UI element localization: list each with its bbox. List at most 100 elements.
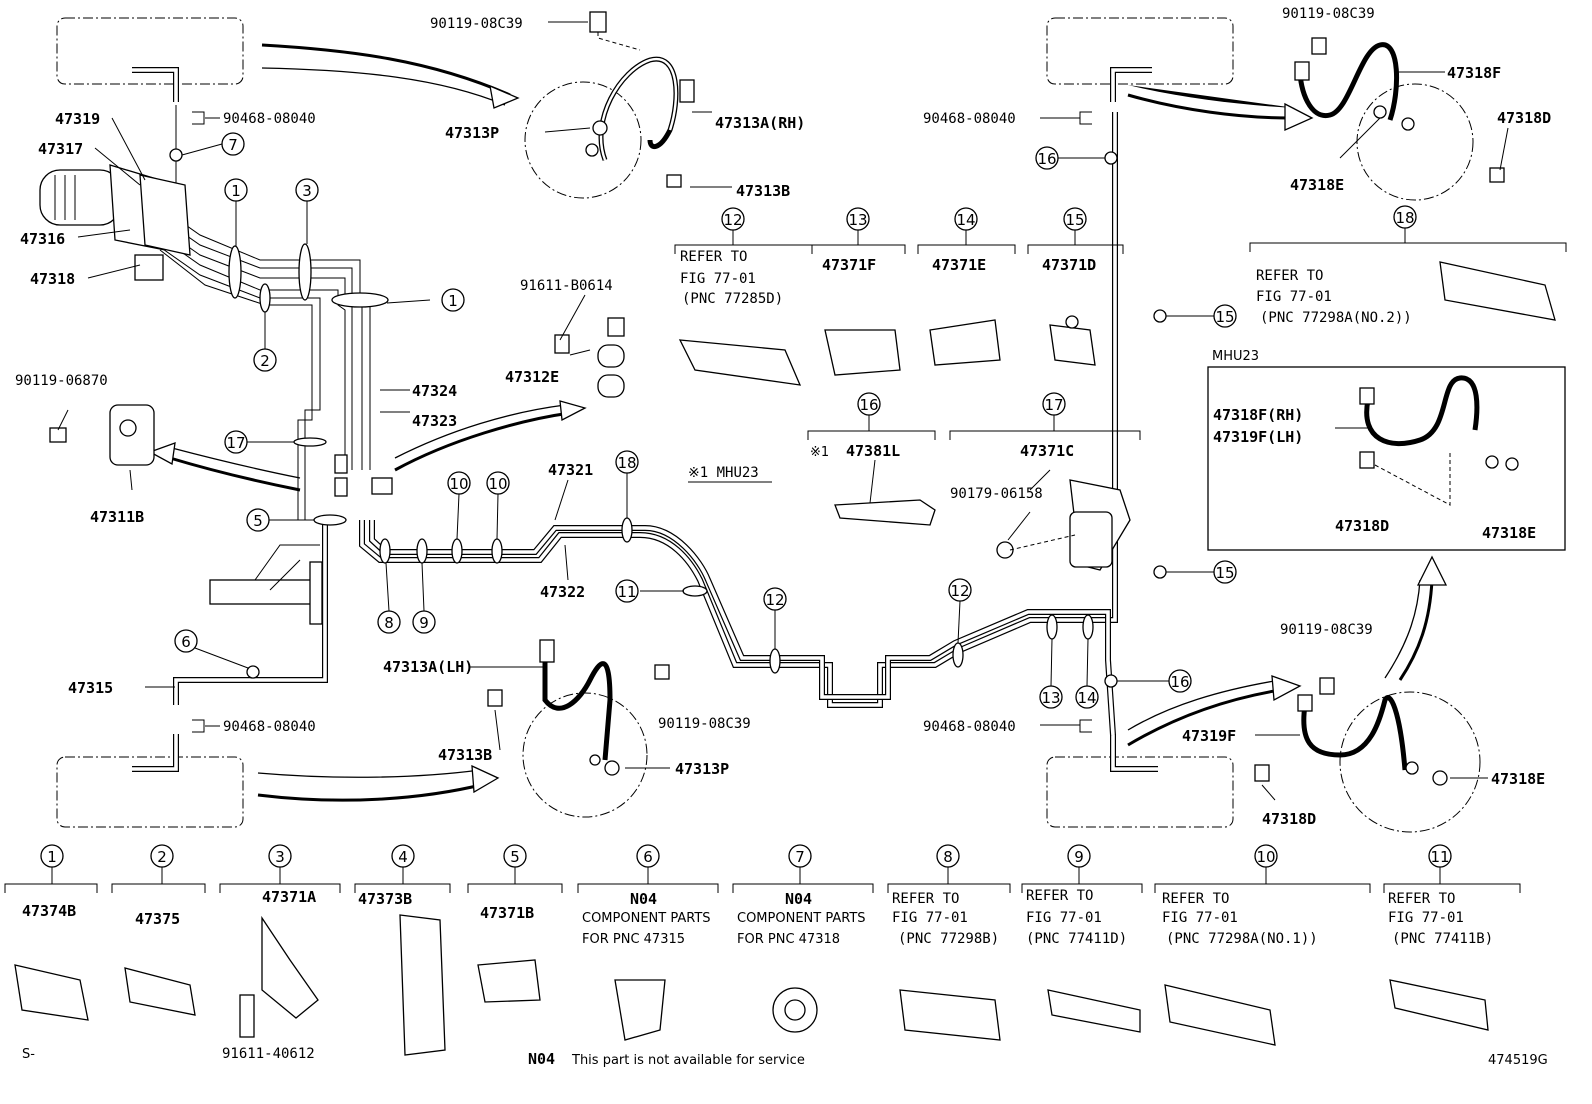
label-47318E-bot: 47318E xyxy=(1491,770,1545,788)
label-47313B-top: 47313B xyxy=(736,182,790,200)
bracket-47311B-icon xyxy=(49,404,155,466)
label-90468-b: 90468-08040 xyxy=(223,719,316,735)
label-90119-06870: 90119-06870 xyxy=(15,373,108,389)
callout-13a: 13 xyxy=(1041,689,1060,707)
mhu23-box-title: MHU23 xyxy=(1212,349,1259,364)
bottom-c7-line2: FOR PNC 47318 xyxy=(737,932,840,947)
callout-1b: 1 xyxy=(448,292,458,310)
callout-12-header: 12 xyxy=(723,211,742,229)
callout-7: 7 xyxy=(228,136,238,154)
svg-text:8: 8 xyxy=(943,848,953,866)
arrow-up-to-mhu xyxy=(1384,555,1448,681)
label-47318D-top: 47318D xyxy=(1497,109,1551,127)
label-47313A-RH: 47313A(RH) xyxy=(715,114,805,132)
callout-3: 3 xyxy=(302,182,312,200)
label-47319F-LH: 47319F(LH) xyxy=(1213,428,1303,446)
callout-8: 8 xyxy=(384,614,394,632)
callout-6: 6 xyxy=(181,633,191,651)
callout-15a: 15 xyxy=(1215,308,1234,326)
footer-note-code: N04 xyxy=(528,1050,555,1068)
label-47371D: 47371D xyxy=(1042,256,1096,274)
hose-rear-right xyxy=(1254,677,1481,833)
mhu23-box xyxy=(1207,366,1566,551)
part-labels: 90119-08C39 90119-08C39 90119-08C39 9011… xyxy=(15,6,1551,828)
svg-text:(PNC 77298A(NO.1)): (PNC 77298A(NO.1)) xyxy=(1166,931,1318,947)
label-47381L: 47381L xyxy=(846,442,900,460)
arrow-rear-right xyxy=(1127,675,1302,747)
bracket-47312E-icon xyxy=(554,317,625,398)
callout-12a: 12 xyxy=(765,591,784,609)
callout-13-header: 13 xyxy=(848,211,867,229)
svg-text:FIG 77-01: FIG 77-01 xyxy=(1162,910,1238,926)
label-91611-B0614: 91611-B0614 xyxy=(520,278,613,294)
label-47311B: 47311B xyxy=(90,508,144,526)
callout-16-header: 16 xyxy=(859,396,878,414)
svg-text:REFER TO: REFER TO xyxy=(1026,888,1093,904)
label-47371F: 47371F xyxy=(822,256,876,274)
wheel-zone-front-right xyxy=(1046,17,1234,85)
arrow-front-right xyxy=(1127,85,1314,132)
bottom-47373B: 47373B xyxy=(358,890,412,908)
callout-18-header: 18 xyxy=(1395,209,1414,227)
label-47313P-bot: 47313P xyxy=(675,760,729,778)
bottom-47374B: 47374B xyxy=(22,902,76,920)
refer-18: REFER TO FIG 77-01 (PNC 77298A(NO.2)) xyxy=(1256,268,1412,326)
callout-14-header: 14 xyxy=(956,211,975,229)
svg-text:FIG 77-01: FIG 77-01 xyxy=(680,271,756,287)
callout-16a: 16 xyxy=(1037,150,1056,168)
label-47313P-top: 47313P xyxy=(445,124,499,142)
svg-text:(PNC 77411B): (PNC 77411B) xyxy=(1392,931,1493,947)
label-mhu-47318D: 47318D xyxy=(1335,517,1389,535)
arrow-rear-left xyxy=(257,764,500,802)
label-90179-06158: 90179-06158 xyxy=(950,486,1043,502)
label-47313A-LH: 47313A(LH) xyxy=(383,658,473,676)
clip-77285D-icon xyxy=(678,339,802,386)
footer-note-text: This part is not available for service xyxy=(571,1053,805,1068)
part-47371A-icon xyxy=(261,915,319,1019)
callout-5: 5 xyxy=(253,512,263,530)
svg-text:REFER TO: REFER TO xyxy=(680,249,747,265)
part-47371B-icon xyxy=(477,959,541,1003)
label-47371C: 47371C xyxy=(1020,442,1074,460)
legend-brackets xyxy=(674,228,1567,440)
part-77411D-icon xyxy=(1047,989,1141,1033)
label-47324: 47324 xyxy=(412,382,457,400)
label-47318F-RH: 47318F(RH) xyxy=(1213,406,1303,424)
bottom-c6-line2: FOR PNC 47315 xyxy=(582,932,685,947)
label-47321: 47321 xyxy=(548,461,593,479)
bottom-N04-b: N04 xyxy=(785,890,812,908)
label-90468-d: 90468-08040 xyxy=(923,719,1016,735)
callout-17a: 17 xyxy=(226,434,245,452)
svg-text:6: 6 xyxy=(643,848,653,866)
svg-text:FIG 77-01: FIG 77-01 xyxy=(1026,910,1102,926)
callout-9: 9 xyxy=(419,614,429,632)
svg-text:REFER TO: REFER TO xyxy=(1388,891,1455,907)
part-47374B-icon xyxy=(14,964,89,1021)
svg-text:9: 9 xyxy=(1074,848,1084,866)
label-mhu-47318E: 47318E xyxy=(1482,524,1536,542)
label-90119-08C39-c: 90119-08C39 xyxy=(658,716,751,732)
leader-lines xyxy=(57,21,1509,801)
clip-47371D-icon xyxy=(1049,315,1096,366)
svg-text:REFER TO: REFER TO xyxy=(1162,891,1229,907)
callout-10a: 10 xyxy=(449,475,468,493)
bottom-91611-40612: 91611-40612 xyxy=(222,1046,315,1062)
svg-text:(PNC 77298A(NO.2)): (PNC 77298A(NO.2)) xyxy=(1260,310,1412,326)
brake-lines xyxy=(149,105,1118,736)
callout-15-header: 15 xyxy=(1065,211,1084,229)
label-47319: 47319 xyxy=(55,110,100,128)
svg-text:(PNC 77285D): (PNC 77285D) xyxy=(682,291,783,307)
flow-sensor-icon xyxy=(209,544,323,625)
label-47318F: 47318F xyxy=(1447,64,1501,82)
callout-18a: 18 xyxy=(617,454,636,472)
label-90119-08C39-d: 90119-08C39 xyxy=(1280,622,1373,638)
wheel-zone-rear-right xyxy=(1046,756,1234,828)
bottom-N04-a: N04 xyxy=(630,890,657,908)
svg-text:3: 3 xyxy=(275,848,285,866)
label-47313B-bot: 47313B xyxy=(438,746,492,764)
svg-text:FIG 77-01: FIG 77-01 xyxy=(1388,910,1464,926)
svg-text:2: 2 xyxy=(157,848,167,866)
svg-text:7: 7 xyxy=(795,848,805,866)
mark-47381L: ※1 xyxy=(810,445,829,460)
